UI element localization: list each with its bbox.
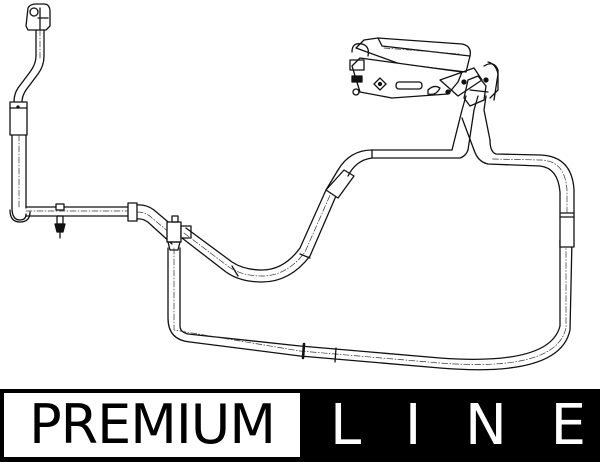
eye-fitting-icon xyxy=(25,3,51,31)
ac-hose-line-illustration xyxy=(9,3,575,371)
banner-letter-n: N xyxy=(465,392,507,458)
clamp-bracket-icon xyxy=(166,215,192,251)
premium-line-banner: PREMIUM L I N E xyxy=(0,389,600,462)
banner-letter-e: E xyxy=(550,392,586,458)
technical-drawing xyxy=(9,3,575,371)
service-port-icon xyxy=(54,203,66,239)
banner-letter-i: I xyxy=(404,392,422,458)
banner-premium-word: PREMIUM xyxy=(4,393,300,457)
banner-line-word: L I N E xyxy=(300,389,600,462)
banner-letter-l: L xyxy=(330,392,362,458)
expansion-valve-block-icon xyxy=(349,37,499,107)
